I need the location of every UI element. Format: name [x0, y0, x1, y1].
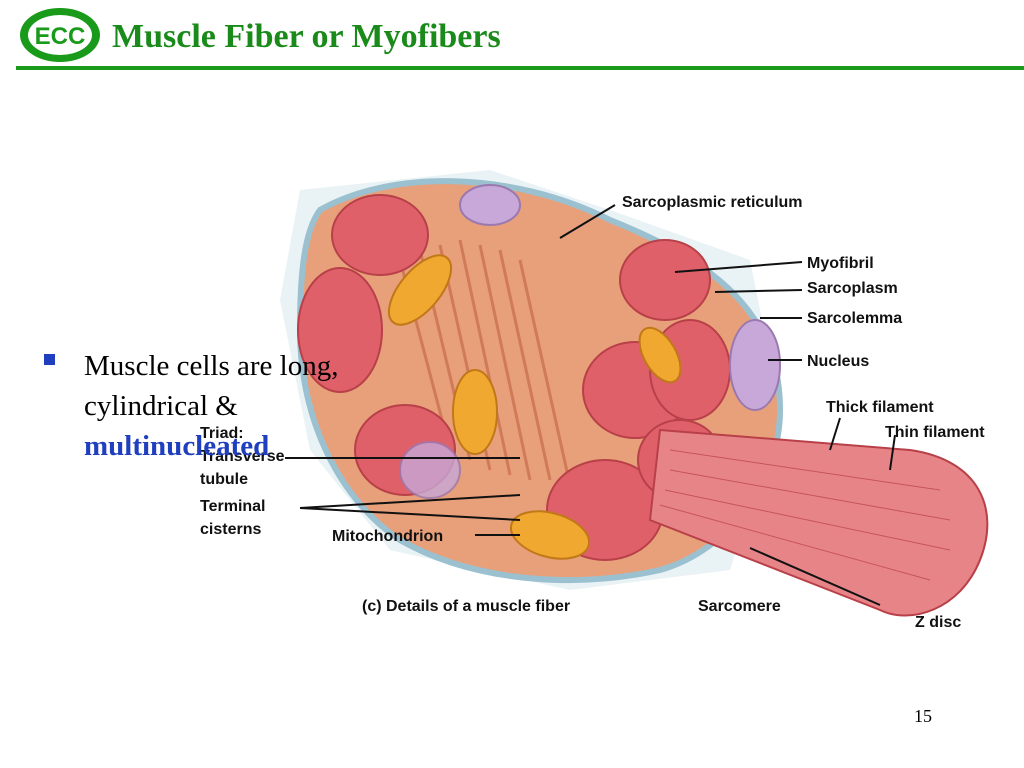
label-z-disc: Z disc [915, 614, 961, 630]
bullet-line-1: Muscle cells are long, [84, 350, 339, 382]
bullet-marker [44, 354, 55, 365]
label-myofibril: Myofibril [807, 255, 874, 272]
label-sarcolemma: Sarcolemma [807, 310, 902, 327]
label-thick-filament: Thick filament [826, 399, 934, 416]
label-sarcoplasmic-reticulum: Sarcoplasmic reticulum [622, 194, 803, 211]
figure-caption: (c) Details of a muscle fiber [362, 598, 570, 615]
label-sarcoplasm: Sarcoplasm [807, 280, 898, 297]
slide-title: Muscle Fiber or Myofibers [112, 18, 501, 55]
label-thin-filament: Thin filament [885, 424, 985, 441]
label-nucleus: Nucleus [807, 353, 869, 370]
label-triad: Triad: [200, 425, 244, 442]
label-mitochondrion: Mitochondrion [332, 528, 443, 545]
muscle-fiber-illustration: Sarcoplasmic reticulum Myofibril Sarcopl… [200, 170, 989, 630]
label-tubule: tubule [200, 471, 248, 488]
label-sarcomere: Sarcomere [698, 598, 781, 615]
ecc-logo: ECC [20, 8, 100, 62]
bullet-text: Muscle cells are long, cylindrical & mul… [84, 346, 338, 466]
label-cisterns: cisterns [200, 521, 261, 538]
label-terminal: Terminal [200, 498, 266, 515]
logo-text: ECC [35, 23, 86, 50]
label-transverse: Transverse [200, 448, 285, 465]
page-number: 15 [914, 706, 932, 726]
bullet-line-2: cylindrical & [84, 390, 238, 422]
title-divider [16, 66, 1024, 70]
bullet-line-3-emphasis: multinucleated [84, 430, 270, 462]
